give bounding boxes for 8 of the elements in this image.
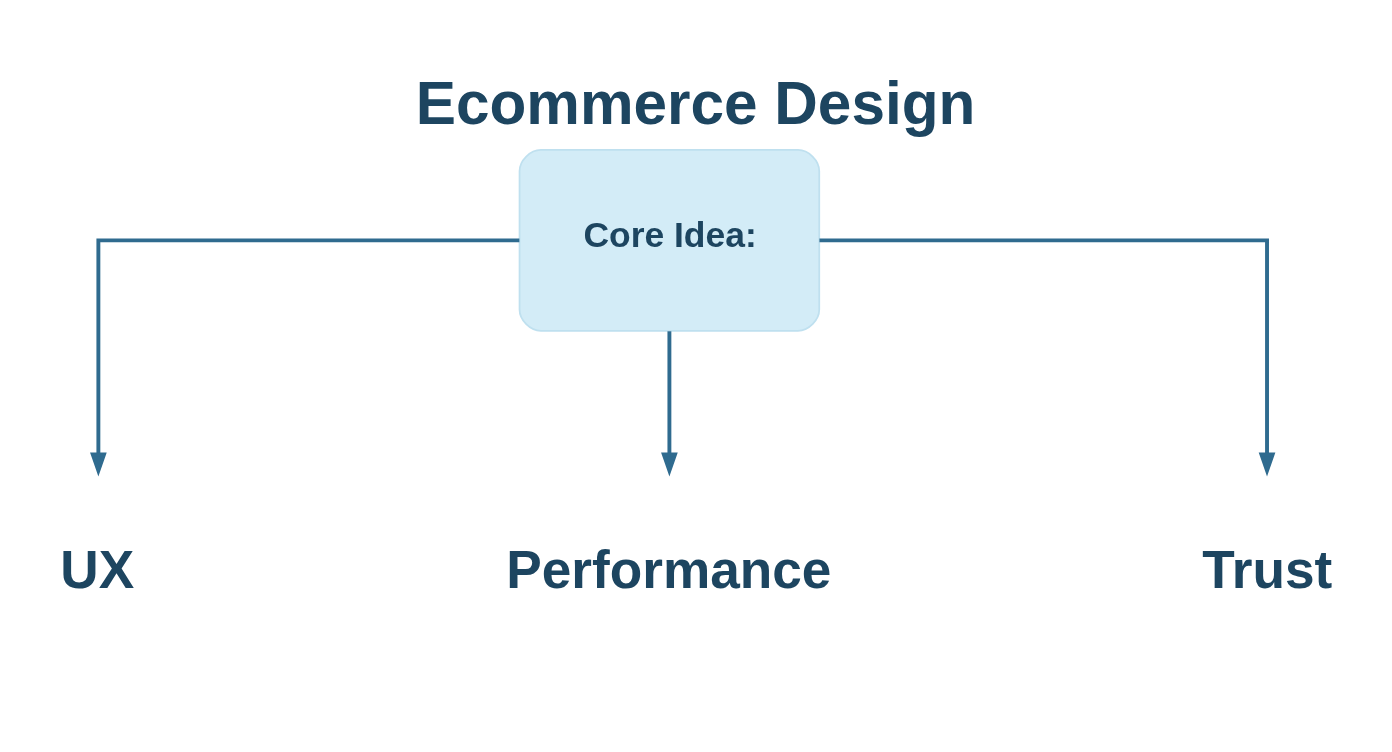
node-text: UX	[60, 539, 135, 599]
arrow	[819, 238, 1276, 477]
diagram-title: Ecommerce Design	[415, 68, 976, 137]
node-box: Core Idea:	[518, 149, 821, 332]
arrow	[661, 331, 678, 477]
arrow	[90, 238, 520, 477]
node-text: Performance	[506, 539, 832, 599]
node-text: Trust	[1202, 539, 1333, 599]
